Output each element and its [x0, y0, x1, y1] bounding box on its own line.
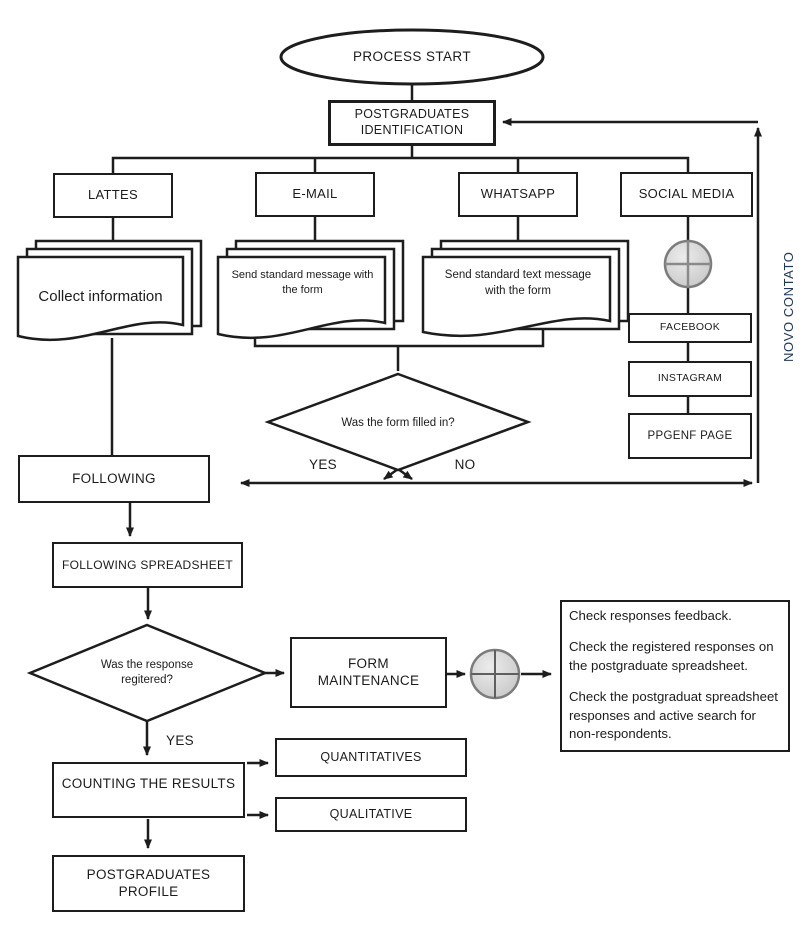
social-media-box: SOCIAL MEDIA [620, 172, 753, 217]
check-note-2: Check the registered responses on the po… [569, 639, 774, 673]
email-message-docs [216, 239, 405, 339]
whatsapp-message-label: Send standard text message with the form [444, 269, 592, 297]
ppgenf-page-box: PPGENF PAGE [628, 413, 752, 459]
decision-response-registered-shape [26, 623, 269, 723]
yes-label: YES [309, 457, 337, 473]
whatsapp-message-docs [421, 239, 630, 338]
novo-contato-label: NOVO CONTATO [781, 251, 796, 362]
process-start-shape [279, 28, 545, 86]
qualitative-box: QUALITATIVE [275, 797, 467, 832]
form-maintenance-box: FORM MAINTENANCE [290, 637, 447, 708]
email-message-label: Send standard message with the form [231, 269, 374, 296]
yes-label: YES [166, 733, 194, 749]
check-note-3: Check the postgraduat spreadsheet respon… [569, 689, 778, 742]
collect-information-docs [16, 239, 203, 341]
postgraduates-profile-box: POSTGRADUATES PROFILE [52, 855, 245, 912]
decision-response-registered-label: Was the response regitered? [100, 659, 194, 686]
no-label: NO [454, 457, 476, 473]
instagram-box: INSTAGRAM [628, 361, 752, 397]
email-box: E-MAIL [255, 172, 375, 217]
process-start-label: PROCESS START [353, 49, 471, 65]
whatsapp-box: WHATSAPP [458, 172, 578, 217]
plus-connector-icon [663, 239, 713, 289]
counting-the-results-box: COUNTING THE RESULTS [52, 762, 245, 818]
check-notes-box: Check responses feedback. Check the regi… [560, 600, 790, 752]
facebook-box: FACEBOOK [628, 313, 752, 343]
following-spreadsheet-box: FOLLOWING SPREADSHEET [52, 542, 243, 588]
connector-lines [110, 84, 762, 849]
postgraduates-identification-box: POSTGRADUATES IDENTIFICATION [328, 100, 496, 146]
decision-form-filled-label: Was the form filled in? [341, 416, 455, 429]
check-note-1: Check responses feedback. [569, 608, 732, 623]
plus-connector-icon [469, 648, 521, 700]
collect-information-label: Collect information [38, 288, 163, 306]
quantitatives-box: QUANTITATIVES [275, 738, 467, 777]
decision-form-filled-shape [264, 372, 532, 472]
following-box: FOLLOWING [18, 455, 210, 503]
lattes-box: LATTES [53, 173, 173, 218]
